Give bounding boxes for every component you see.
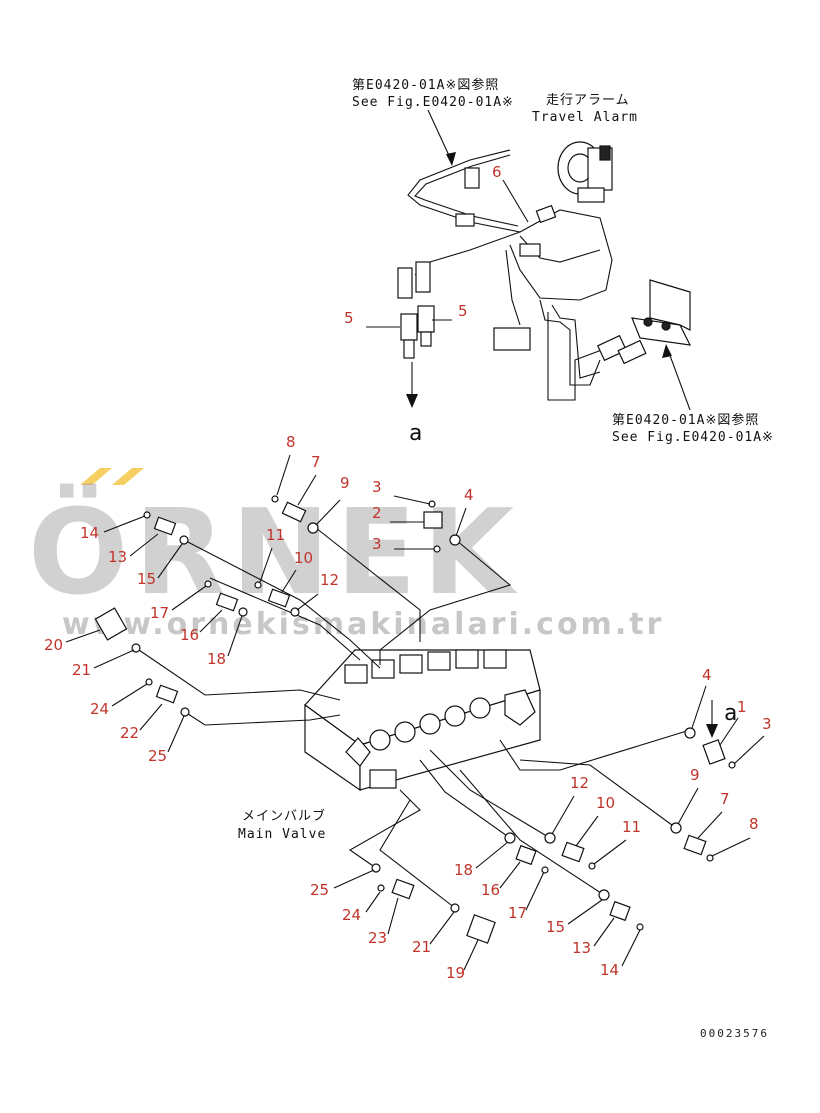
ref-top-leader bbox=[427, 109, 453, 163]
callout-1: 1 bbox=[737, 698, 747, 716]
main-valve bbox=[304, 649, 541, 792]
callout-9-right: 9 bbox=[690, 766, 700, 784]
harness-clip bbox=[464, 167, 480, 189]
alarm-jp: 走行アラーム bbox=[546, 93, 630, 108]
leader-6 bbox=[502, 179, 529, 223]
callout-2: 2 bbox=[372, 504, 382, 522]
arrow-a-head bbox=[406, 394, 418, 408]
callout-5-right: 5 bbox=[458, 302, 468, 320]
connector-plug-lower-2 bbox=[617, 339, 647, 365]
callout-4-right: 4 bbox=[702, 666, 712, 684]
connector-plug-lower-1 bbox=[596, 334, 628, 362]
ref-top-en: See Fig.E0420-01A※ bbox=[352, 95, 514, 110]
callout-7-left: 7 bbox=[311, 453, 321, 471]
ref-right-en: See Fig.E0420-01A※ bbox=[612, 430, 774, 445]
switch-sensors bbox=[400, 305, 435, 359]
callout-11-left: 11 bbox=[266, 526, 285, 544]
harness-connector-3 bbox=[519, 243, 541, 257]
callout-13-right: 13 bbox=[572, 939, 591, 957]
callout-5-left: 5 bbox=[344, 309, 354, 327]
callout-3-lower: 3 bbox=[372, 535, 382, 553]
ref-right-leader bbox=[667, 349, 691, 411]
callout-15-left: 15 bbox=[137, 570, 156, 588]
alarm-en: Travel Alarm bbox=[532, 110, 638, 125]
callout-22: 22 bbox=[120, 724, 139, 742]
callout-25-left: 25 bbox=[148, 747, 167, 765]
wire-harness bbox=[407, 149, 616, 401]
callout-18-left: 18 bbox=[207, 650, 226, 668]
callouts: 6 5 5 8 7 9 3 2 3 4 14 13 15 11 10 12 17… bbox=[44, 163, 772, 982]
ref-top-arrowhead bbox=[446, 152, 456, 166]
callout-17-left: 17 bbox=[150, 604, 169, 622]
drawing-code: 00023576 bbox=[700, 1027, 769, 1040]
callout-14-left: 14 bbox=[80, 524, 99, 542]
callout-25-right: 25 bbox=[310, 881, 329, 899]
callout-8-left: 8 bbox=[286, 433, 296, 451]
callout-21-right: 21 bbox=[412, 938, 431, 956]
callout-10-left: 10 bbox=[294, 549, 313, 567]
harness-connector-1 bbox=[455, 213, 475, 227]
callout-14-right: 14 bbox=[600, 961, 619, 979]
callout-24-left: 24 bbox=[90, 700, 109, 718]
callout-23: 23 bbox=[368, 929, 387, 947]
connector-block bbox=[493, 327, 531, 351]
callout-12-right: 12 bbox=[570, 774, 589, 792]
callout-16-right: 16 bbox=[481, 881, 500, 899]
callout-17-right: 17 bbox=[508, 904, 527, 922]
harness-connector-2 bbox=[535, 204, 557, 224]
ref-top-jp: 第E0420-01A※図参照 bbox=[352, 77, 499, 93]
travel-alarm-unit bbox=[557, 141, 613, 203]
callout-13-left: 13 bbox=[108, 548, 127, 566]
fittings-left bbox=[94, 495, 461, 717]
callout-15-right: 15 bbox=[546, 918, 565, 936]
mounting-bracket bbox=[631, 279, 692, 346]
ref-right-jp: 第E0420-01A※図参照 bbox=[612, 412, 759, 428]
callout-11-right: 11 bbox=[622, 818, 641, 836]
callout-3-right: 3 bbox=[762, 715, 772, 733]
callout-7-right: 7 bbox=[720, 790, 730, 808]
callout-20: 20 bbox=[44, 636, 63, 654]
ref-right-arrowhead bbox=[662, 344, 672, 358]
callout-19: 19 bbox=[446, 964, 465, 982]
callout-10-right: 10 bbox=[596, 794, 615, 812]
arrow-a-right-label: a bbox=[724, 701, 738, 726]
fittings-right bbox=[371, 700, 736, 944]
watermark-accent-left bbox=[80, 468, 112, 485]
valve-jp: メインバルブ bbox=[242, 808, 326, 824]
arrow-a-label: a bbox=[409, 421, 423, 446]
callout-6: 6 bbox=[492, 163, 502, 181]
connector-plug-right bbox=[415, 261, 431, 293]
callout-3-upper: 3 bbox=[372, 478, 382, 496]
connector-plug-left bbox=[397, 267, 413, 299]
callout-16-left: 16 bbox=[180, 626, 199, 644]
watermark-url: www.ornekismakinalari.com.tr bbox=[62, 607, 664, 642]
callout-8-right: 8 bbox=[749, 815, 759, 833]
callout-4-left: 4 bbox=[464, 486, 474, 504]
callout-18-right: 18 bbox=[454, 861, 473, 879]
callout-24-right: 24 bbox=[342, 906, 361, 924]
callout-21-left: 21 bbox=[72, 661, 91, 679]
valve-en: Main Valve bbox=[238, 827, 326, 842]
callout-9-left: 9 bbox=[340, 474, 350, 492]
watermark-accent-right bbox=[112, 468, 144, 485]
hose-routing bbox=[135, 527, 691, 909]
callout-12-left: 12 bbox=[320, 571, 339, 589]
